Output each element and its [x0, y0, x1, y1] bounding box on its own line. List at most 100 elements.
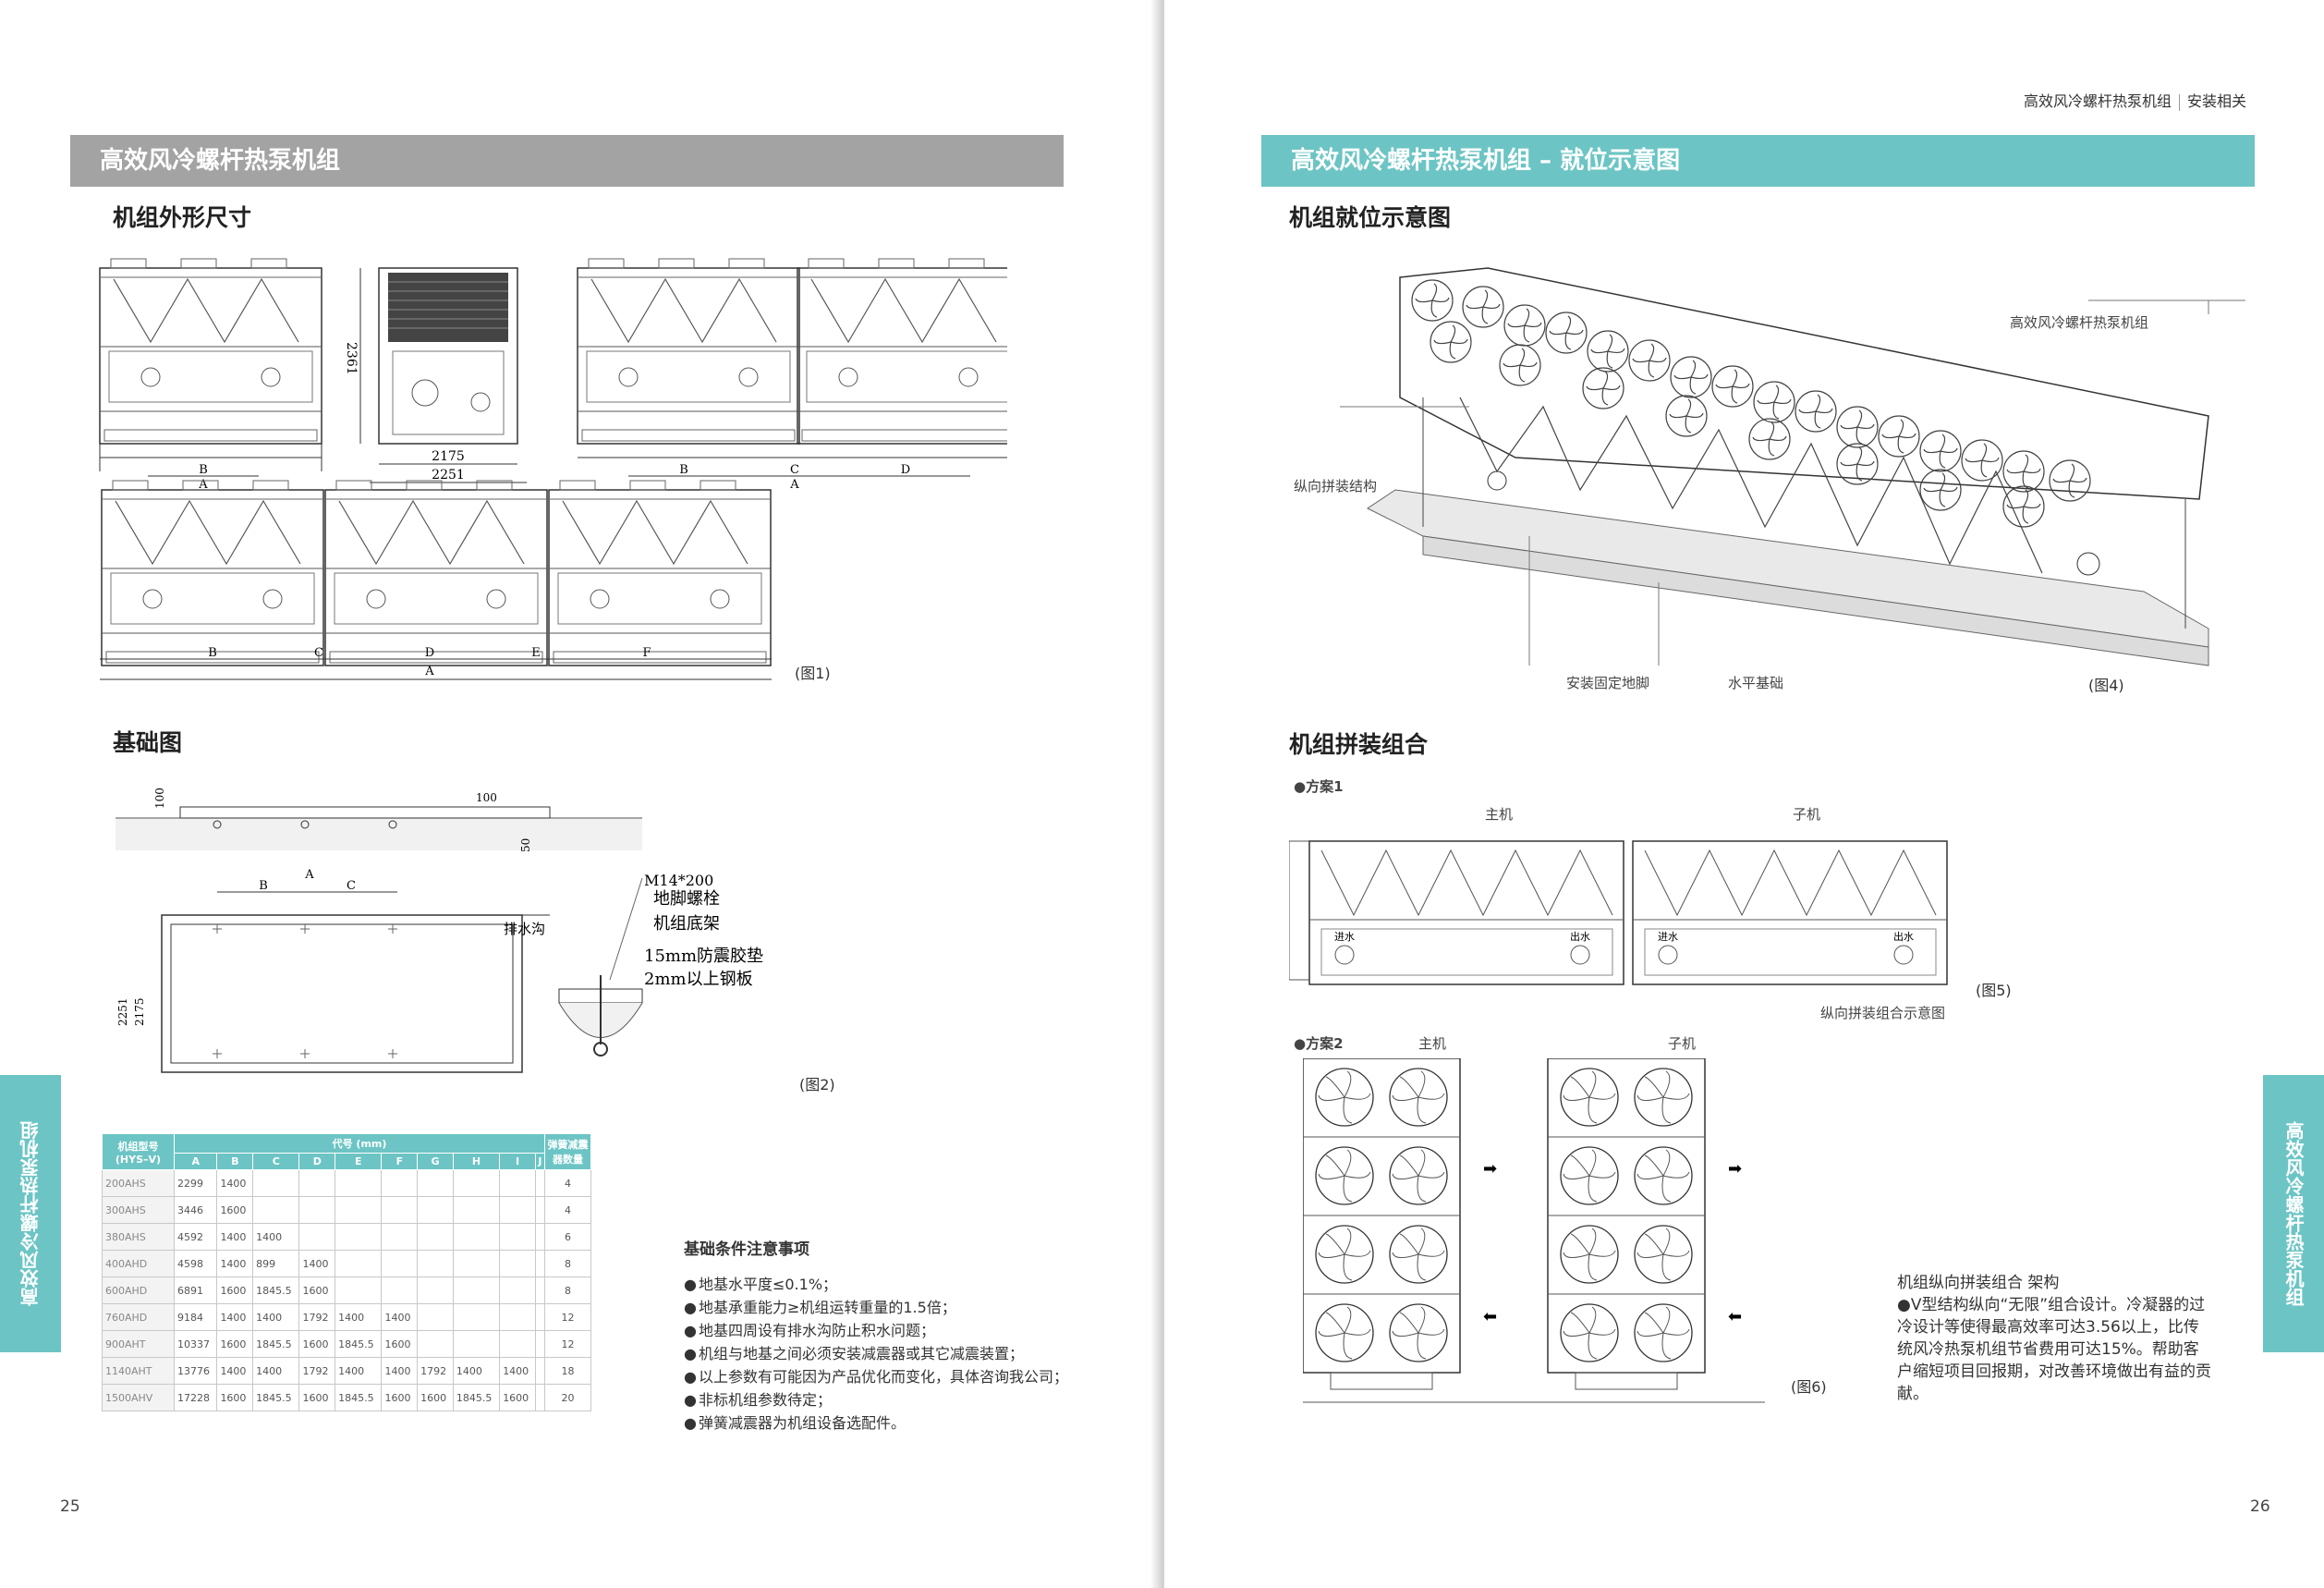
cell-value: 1845.5	[335, 1330, 383, 1358]
plan2-top-drawing: ➡ ⬅ ➡ ⬅	[1303, 1058, 1765, 1403]
cell-value	[417, 1223, 454, 1251]
cell-value	[298, 1223, 336, 1251]
dim-label-f3: F	[642, 646, 651, 660]
fan-blade	[1923, 434, 1958, 469]
note-item: 地基水平度≤0.1%；	[684, 1273, 1072, 1296]
base-label: 机组底架	[653, 914, 720, 934]
fan-blade	[1549, 315, 1584, 350]
cell-value: 10337	[173, 1330, 218, 1358]
fan-blade	[1752, 421, 1787, 457]
cell-value	[252, 1196, 300, 1224]
fdim-2251: 2251	[116, 997, 129, 1026]
cell-value: 1400	[335, 1303, 383, 1331]
header-separator	[2178, 93, 2180, 111]
cell-value	[417, 1250, 454, 1277]
cell-value	[381, 1277, 419, 1304]
cell-spring: 18	[544, 1357, 591, 1385]
cell-value: 1792	[298, 1357, 336, 1385]
iso-label-structure: 纵向拼装结构	[1294, 478, 1378, 495]
dim-label-c: C	[790, 463, 799, 477]
cell-value	[534, 1330, 546, 1358]
cell-spring: 8	[544, 1277, 591, 1304]
plate-label: 2mm以上钢板	[644, 970, 753, 989]
cell-value	[499, 1169, 536, 1197]
fan-blade	[1840, 409, 1875, 445]
col-letter: H	[452, 1153, 501, 1170]
cell-model: 400AHD	[102, 1250, 175, 1277]
cell-value	[534, 1303, 546, 1331]
iso-label-feet: 安装固定地脚	[1566, 675, 1650, 691]
note-item: 地基承重能力≥机组运转重量的1.5倍；	[684, 1296, 1072, 1319]
drain-label: 排水沟	[504, 921, 545, 937]
right-page: 高效风冷螺杆热泵机组安装相关 高效风冷螺杆热泵机组 – 就位示意图 机组就位示意…	[1164, 0, 2324, 1588]
desc-body: ●V型结构纵向“无限”组合设计。冷凝器的过冷设计等使得最高效率可达3.56以上，…	[1897, 1296, 2211, 1403]
cell-value	[335, 1169, 383, 1197]
section-title-placement: 机组就位示意图	[1289, 204, 1452, 231]
fan-blade	[1715, 369, 1750, 404]
cell-value: 4598	[173, 1250, 218, 1277]
cell-value: 1400	[452, 1357, 501, 1385]
cell-model: 380AHS	[102, 1223, 175, 1251]
header-category: 安装相关	[2186, 92, 2246, 110]
note-item: 非标机组参数待定；	[684, 1388, 1072, 1411]
plan1-outlet-slave: 出水	[1893, 930, 1914, 943]
cell-value	[335, 1196, 383, 1224]
cell-value: 9184	[173, 1303, 218, 1331]
cell-value	[499, 1303, 536, 1331]
foundation-drawing: 100 100 50 排水沟 A B C 2251 2175 M14*200 地…	[116, 788, 763, 1073]
notes-title: 基础条件注意事项	[684, 1240, 809, 1259]
cell-value: 1400	[252, 1223, 300, 1251]
fig6-caption: (图6)	[1791, 1378, 1827, 1396]
cell-value: 4592	[173, 1223, 218, 1251]
cell-value: 1400	[252, 1303, 300, 1331]
cell-value	[534, 1277, 546, 1304]
cell-value	[452, 1303, 501, 1331]
fan-blade	[1881, 419, 1916, 454]
page-number-left: 25	[60, 1497, 80, 1516]
col-letter: J	[534, 1153, 546, 1170]
dim-label-c3: C	[314, 646, 323, 660]
fan-blade	[1632, 343, 1667, 378]
fan-blade	[1923, 472, 1958, 507]
header-product: 高效风冷螺杆热泵机组	[2023, 92, 2172, 110]
cell-value	[534, 1196, 546, 1224]
section-title-dimensions: 机组外形尺寸	[113, 204, 252, 231]
cell-model: 1500AHV	[102, 1384, 175, 1411]
dim-100-right: 100	[476, 791, 497, 804]
col-letter: C	[252, 1153, 300, 1170]
fdim-b: B	[259, 879, 268, 893]
plan1-master: 主机	[1485, 806, 1514, 823]
cell-model: 1140AHT	[102, 1357, 175, 1385]
dim-50: 50	[519, 838, 532, 852]
pad-label: 15mm防震胶垫	[644, 947, 763, 966]
col-model: 机组型号 (HYS–V)	[102, 1133, 175, 1170]
fdim-2175: 2175	[133, 997, 146, 1026]
note-item: 机组与地基之间必须安装减震器或其它减震装置；	[684, 1342, 1072, 1365]
cell-value: 1400	[381, 1357, 419, 1385]
cell-value	[452, 1330, 501, 1358]
cell-spring: 4	[544, 1196, 591, 1224]
plan2-slave: 子机	[1668, 1035, 1697, 1052]
cell-value: 1600	[298, 1384, 336, 1411]
cell-value	[252, 1169, 300, 1197]
fan-blade	[1669, 398, 1704, 434]
notes-list: 地基水平度≤0.1%；地基承重能力≥机组运转重量的1.5倍；地基四周设有排水沟防…	[684, 1273, 1072, 1435]
cell-value: 1792	[417, 1357, 454, 1385]
cell-value: 3446	[173, 1196, 218, 1224]
cell-spring: 12	[544, 1330, 591, 1358]
fig4-caption: (图4)	[2088, 677, 2124, 694]
arrow-left-master: ⬅	[1483, 1307, 1497, 1326]
col-letter: I	[499, 1153, 536, 1170]
cell-value	[335, 1250, 383, 1277]
cell-value	[499, 1277, 536, 1304]
cell-value: 1400	[335, 1357, 383, 1385]
col-code: 代号 (mm)	[174, 1133, 545, 1154]
dim-label-e3: E	[531, 646, 541, 660]
iso-label-base: 水平基础	[1728, 675, 1784, 691]
cell-spring: 4	[544, 1169, 591, 1197]
col-letter: F	[381, 1153, 419, 1170]
